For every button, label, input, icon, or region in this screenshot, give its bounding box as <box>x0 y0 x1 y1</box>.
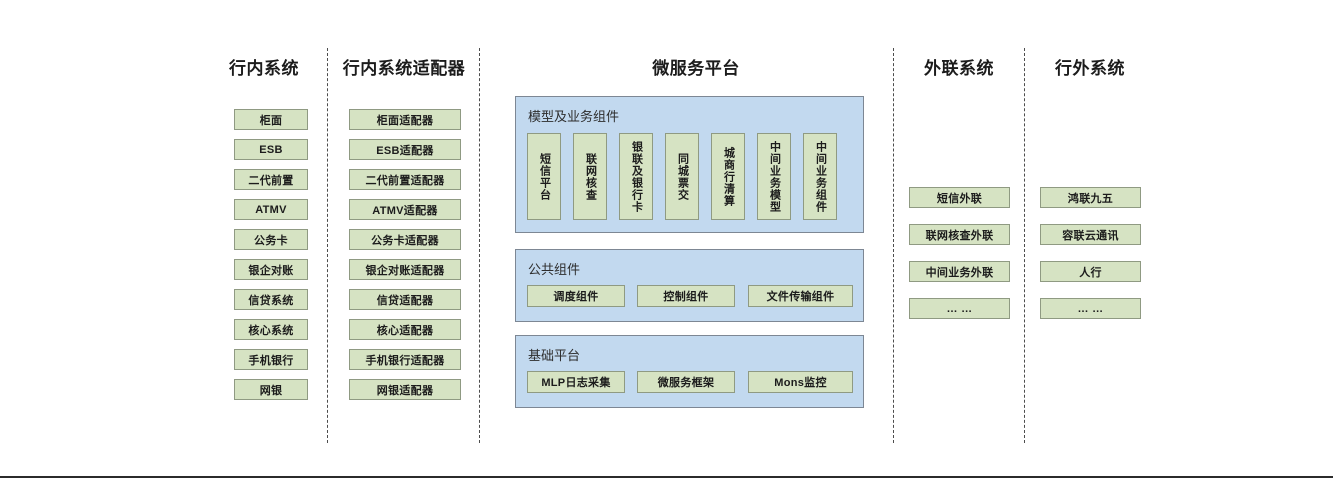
node-in-bank-adapter[interactable]: 柜面适配器 <box>349 109 461 130</box>
node-in-bank-system[interactable]: 核心系统 <box>234 319 308 340</box>
node-base-platform-component[interactable]: Mons监控 <box>748 371 853 393</box>
node-base-platform-component[interactable]: 微服务框架 <box>637 371 735 393</box>
node-in-bank-adapter[interactable]: 银企对账适配器 <box>349 259 461 280</box>
node-external-link-system[interactable]: 中间业务外联 <box>909 261 1010 282</box>
node-in-bank-system[interactable]: 二代前置 <box>234 169 308 190</box>
node-in-bank-system[interactable]: ATMV <box>234 199 308 220</box>
divider-platform-col3 <box>893 48 894 443</box>
node-in-bank-system[interactable]: 银企对账 <box>234 259 308 280</box>
node-model-component[interactable]: 中间业务组件 <box>803 133 837 220</box>
node-in-bank-system[interactable]: 手机银行 <box>234 349 308 370</box>
node-out-bank-system[interactable]: 人行 <box>1040 261 1141 282</box>
divider-col3-col4 <box>1024 48 1025 443</box>
node-public-component[interactable]: 控制组件 <box>637 285 735 307</box>
node-in-bank-adapter[interactable]: 公务卡适配器 <box>349 229 461 250</box>
page-bottom-rule <box>0 476 1333 478</box>
node-model-component[interactable]: 联网核查 <box>573 133 607 220</box>
node-in-bank-system[interactable]: 信贷系统 <box>234 289 308 310</box>
node-in-bank-adapter[interactable]: 二代前置适配器 <box>349 169 461 190</box>
node-out-bank-system[interactable]: 鸿联九五 <box>1040 187 1141 208</box>
node-in-bank-adapter[interactable]: 网银适配器 <box>349 379 461 400</box>
node-in-bank-adapter[interactable]: 手机银行适配器 <box>349 349 461 370</box>
node-out-bank-system[interactable]: 容联云通讯 <box>1040 224 1141 245</box>
node-model-component[interactable]: 城商行清算 <box>711 133 745 220</box>
divider-col1-col2 <box>327 48 328 443</box>
node-public-component[interactable]: 文件传输组件 <box>748 285 853 307</box>
node-base-platform-component[interactable]: MLP日志采集 <box>527 371 625 393</box>
node-external-link-system[interactable]: … … <box>909 298 1010 319</box>
node-out-bank-system[interactable]: … … <box>1040 298 1141 319</box>
node-model-component[interactable]: 同城票交 <box>665 133 699 220</box>
node-in-bank-adapter[interactable]: ATMV适配器 <box>349 199 461 220</box>
panel-title-public-components: 公共组件 <box>528 262 581 277</box>
node-in-bank-system[interactable]: ESB <box>234 139 308 160</box>
node-in-bank-system[interactable]: 公务卡 <box>234 229 308 250</box>
panel-title-base-platform: 基础平台 <box>528 348 581 363</box>
node-in-bank-adapter[interactable]: 信贷适配器 <box>349 289 461 310</box>
node-in-bank-system[interactable]: 柜面 <box>234 109 308 130</box>
node-in-bank-system[interactable]: 网银 <box>234 379 308 400</box>
node-external-link-system[interactable]: 短信外联 <box>909 187 1010 208</box>
node-model-component[interactable]: 短信平台 <box>527 133 561 220</box>
column-title-out-bank-systems: 行外系统 <box>1055 59 1125 78</box>
node-in-bank-adapter[interactable]: 核心适配器 <box>349 319 461 340</box>
column-title-in-bank-systems: 行内系统 <box>229 59 299 78</box>
column-title-external-link-systems: 外联系统 <box>924 59 994 78</box>
column-title-microservice-platform: 微服务平台 <box>652 59 740 78</box>
divider-col2-platform <box>479 48 480 443</box>
node-model-component[interactable]: 银联及银行卡 <box>619 133 653 220</box>
node-external-link-system[interactable]: 联网核查外联 <box>909 224 1010 245</box>
node-model-component[interactable]: 中间业务模型 <box>757 133 791 220</box>
node-in-bank-adapter[interactable]: ESB适配器 <box>349 139 461 160</box>
column-title-in-bank-adapters: 行内系统适配器 <box>342 59 466 78</box>
panel-title-model-business-components: 模型及业务组件 <box>528 109 620 124</box>
node-public-component[interactable]: 调度组件 <box>527 285 625 307</box>
